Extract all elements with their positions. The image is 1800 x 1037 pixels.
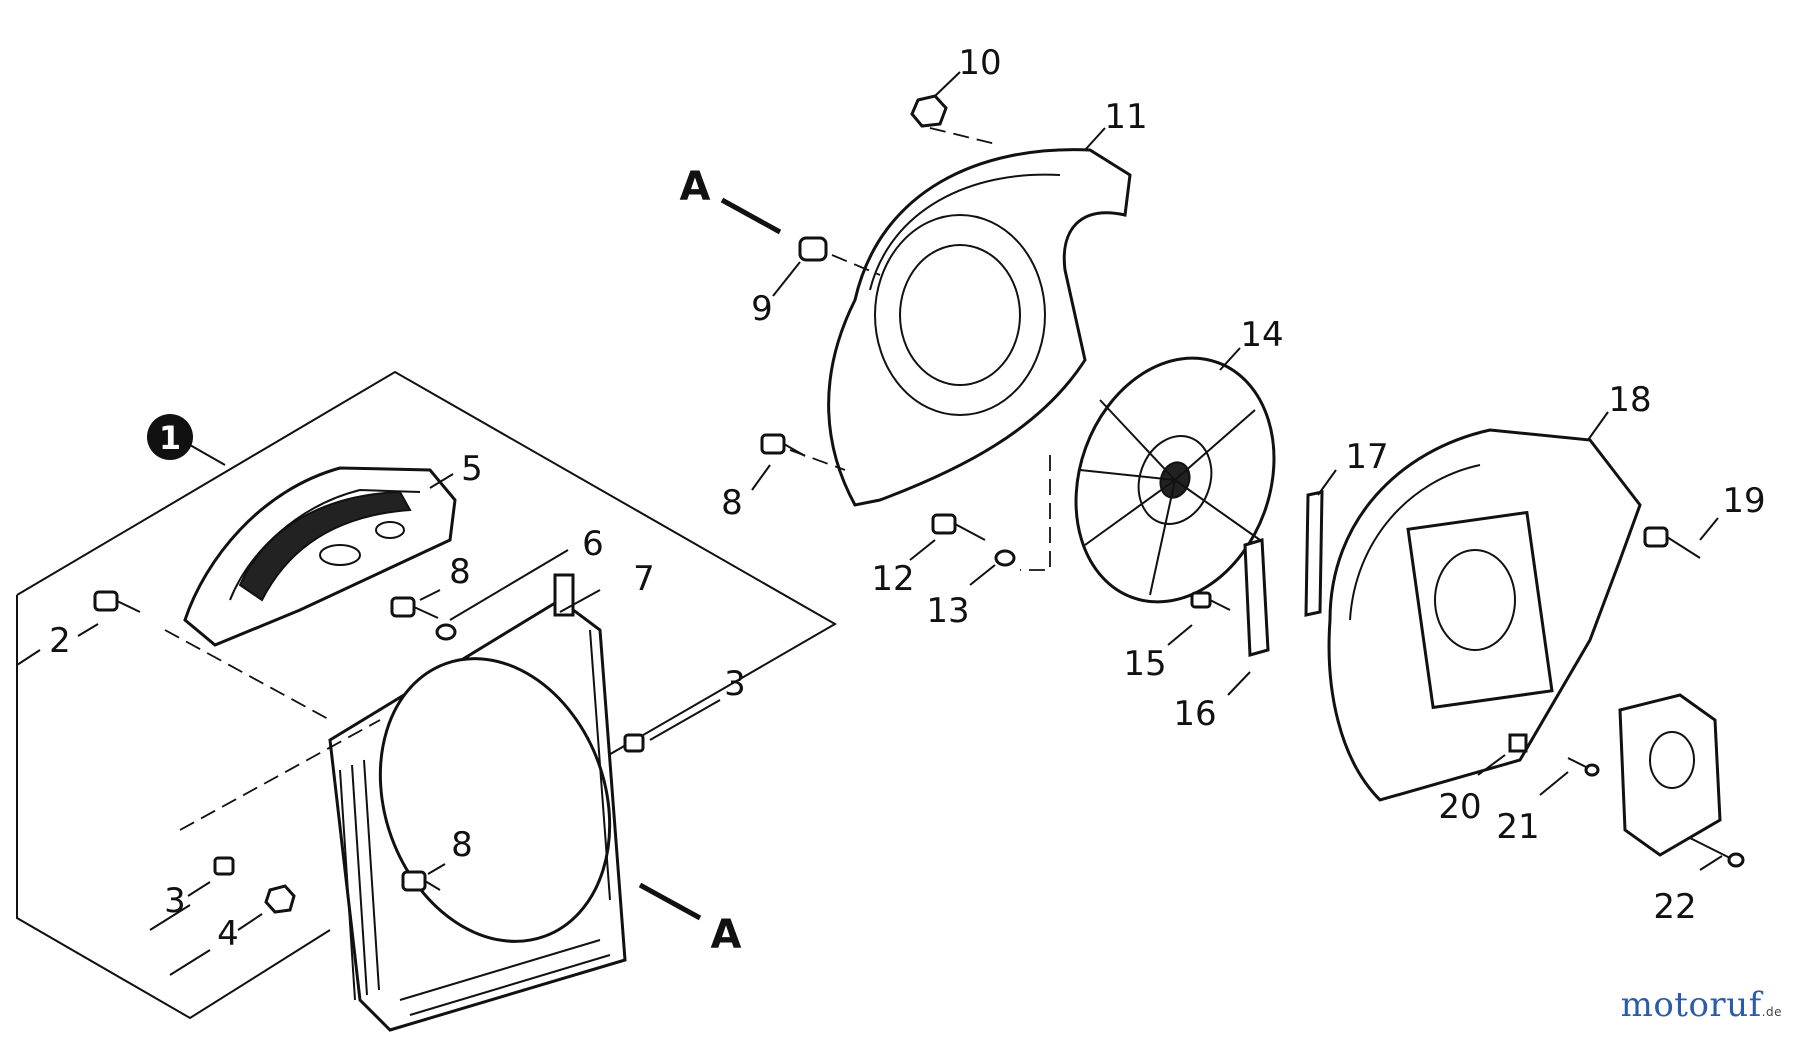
blower-housing-cover [827, 148, 1132, 507]
callout-7: 7 [633, 559, 655, 599]
callout-14: 14 [1240, 315, 1283, 355]
bolt-12 [931, 513, 986, 541]
bolt-3b [213, 856, 235, 876]
plug-9 [798, 236, 828, 262]
callout-12: 12 [871, 559, 914, 599]
bolt-8b [401, 870, 441, 892]
callout-3-left: 3 [164, 881, 186, 921]
callout-3-right: 3 [724, 664, 746, 704]
bolt-3a [623, 733, 645, 753]
callout-10: 10 [958, 43, 1001, 83]
callout-6: 6 [582, 524, 604, 564]
callout-8-upper: 8 [449, 552, 471, 592]
watermark-logo: motoruf.de [1621, 985, 1782, 1025]
callout-18: 18 [1608, 380, 1651, 420]
washer-8a [435, 623, 457, 641]
callout-13: 13 [926, 591, 969, 631]
callout-4: 4 [217, 914, 239, 954]
watermark-name: motoruf [1620, 985, 1762, 1025]
callout-9: 9 [751, 289, 773, 329]
callout-21: 21 [1496, 807, 1539, 847]
washer-13 [994, 549, 1016, 567]
callout-17: 17 [1345, 437, 1388, 477]
section-a-bottom-line [638, 882, 702, 921]
screw-22 [1689, 837, 1745, 868]
callout-15: 15 [1123, 644, 1166, 684]
callout-labels: 2 3 4 5 6 7 3 8 8 8 9 10 11 12 13 14 15 … [49, 43, 1765, 954]
callout-20: 20 [1438, 787, 1481, 827]
bolt-2 [93, 590, 141, 613]
callout-16: 16 [1173, 694, 1216, 734]
bolt-8a [390, 596, 439, 619]
callout-11: 11 [1104, 97, 1147, 137]
section-mark-a-top: A [680, 164, 711, 210]
section-a-top-line [720, 197, 782, 235]
plate-16 [1243, 538, 1270, 657]
assembly-bracket-lines [16, 370, 838, 1020]
section-mark-a-bottom: A [711, 912, 742, 958]
screw-15 [1190, 591, 1231, 611]
nut-4 [264, 884, 296, 914]
plate-17 [1304, 490, 1324, 617]
watermark-suffix: .de [1761, 1005, 1782, 1019]
callout-8-lower: 8 [451, 825, 473, 865]
callout-2: 2 [49, 621, 71, 661]
callout-22: 22 [1653, 887, 1696, 927]
svg-text:1: 1 [159, 419, 181, 457]
fan-cover-frame [328, 573, 627, 1032]
shroud-top-part [183, 466, 457, 647]
callout-5: 5 [461, 449, 483, 489]
bolt-19 [1643, 526, 1701, 559]
leader-lines [77, 71, 1723, 931]
clip-20 [1508, 733, 1528, 753]
screw-21 [1567, 757, 1600, 777]
nut-10 [910, 94, 948, 128]
callout-1: 1 [147, 414, 193, 460]
assembly-dashed-lines [164, 127, 1051, 831]
fan-impeller [1074, 356, 1276, 604]
callout-8-middle: 8 [721, 483, 743, 523]
blower-housing [1327, 428, 1642, 802]
end-cover-part [1618, 693, 1722, 857]
callout-19: 19 [1722, 481, 1765, 521]
